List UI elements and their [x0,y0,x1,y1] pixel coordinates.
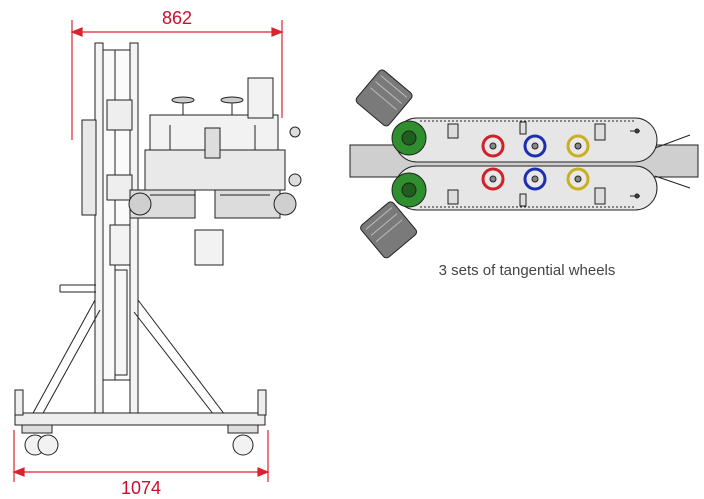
top-view [349,69,699,259]
side-view: 862 [12,8,302,498]
motor-lower [360,201,418,259]
mast-right-rail [129,42,139,419]
castor-left [21,424,59,456]
brace-left [31,299,96,416]
adjust-knob-lower [288,173,302,187]
mast-left-rail [94,42,104,419]
top-view-caption: 3 sets of tangential wheels [438,262,616,279]
dimension-top-label: 862 [162,8,192,28]
motor-right [214,189,281,219]
dimension-top [70,20,284,140]
hand-wheel-right [220,96,244,115]
motor-upper [355,69,413,127]
wheel-pair-1 [481,134,505,191]
base-beam [14,412,266,426]
dimension-base [12,430,270,482]
side-panel [81,119,97,216]
brace-right [137,299,226,416]
machine-head-box [247,77,274,119]
adjust-knob-upper [289,126,301,138]
mast-bracket-upper [106,99,133,131]
hand-wheel-left [171,96,195,115]
castor-right [227,424,259,456]
wheel-pair-3 [566,134,590,191]
dimension-base-label: 1074 [121,478,161,498]
support-block [194,229,224,266]
wheel-pair-2 [523,134,547,191]
mast-bracket-lower [106,174,133,201]
mast-cylinder [114,269,128,376]
